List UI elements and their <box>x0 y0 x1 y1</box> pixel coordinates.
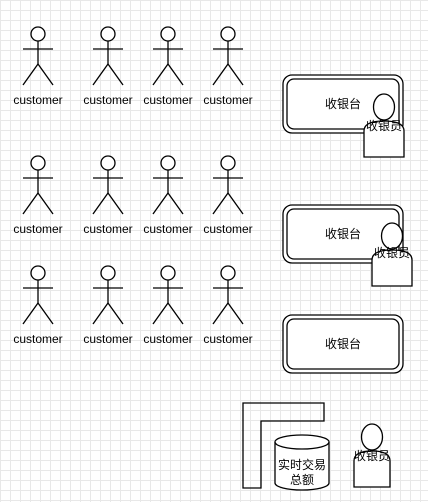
database-label-line1: 实时交易 <box>278 457 326 472</box>
stick-figure-icon <box>22 155 54 215</box>
customer-actor[interactable]: customer <box>83 155 133 236</box>
stick-figure-icon <box>92 26 124 86</box>
checkout-counter[interactable]: 收银台 <box>282 74 404 134</box>
customer-actor[interactable]: customer <box>83 26 133 107</box>
stick-figure-icon <box>22 26 54 86</box>
transaction-total-database[interactable]: 实时交易 总额 <box>274 434 330 491</box>
customer-label: customer <box>13 332 62 346</box>
stick-figure-icon <box>92 155 124 215</box>
customer-label: customer <box>143 332 192 346</box>
cashier-label: 收银员 <box>366 119 402 133</box>
customer-actor[interactable]: customer <box>203 265 253 346</box>
customer-actor[interactable]: customer <box>143 26 193 107</box>
stick-figure-icon <box>212 26 244 86</box>
database-label-line2: 总额 <box>290 473 314 487</box>
customer-label: customer <box>83 332 132 346</box>
customer-label: customer <box>13 93 62 107</box>
customer-actor[interactable]: customer <box>13 265 63 346</box>
stick-figure-icon <box>152 265 184 325</box>
customer-label: customer <box>143 222 192 236</box>
summary-layer: 实时交易 总额 收银员 <box>242 402 391 491</box>
cashier-person-icon <box>371 222 413 287</box>
stick-figure-icon <box>152 26 184 86</box>
stick-figure-icon <box>22 265 54 325</box>
counter-label: 收银台 <box>325 336 361 351</box>
cashier-person-icon <box>363 93 405 158</box>
stick-figure-icon <box>92 265 124 325</box>
customer-actor[interactable]: customer <box>83 265 133 346</box>
customer-label: customer <box>143 93 192 107</box>
barrier-shape <box>242 402 325 489</box>
customers-layer: customer customer customer customer customer… <box>13 26 253 346</box>
customer-label: customer <box>83 222 132 236</box>
customer-actor[interactable]: customer <box>143 155 193 236</box>
stick-figure-icon <box>212 265 244 325</box>
stick-figure-icon <box>212 155 244 215</box>
customer-label: customer <box>13 222 62 236</box>
customer-label: customer <box>203 222 252 236</box>
customer-label: customer <box>83 93 132 107</box>
customer-label: customer <box>203 93 252 107</box>
stick-figure-icon <box>152 155 184 215</box>
customer-actor[interactable]: customer <box>203 155 253 236</box>
counter-label: 收银台 <box>325 226 361 241</box>
customer-actor[interactable]: customer <box>143 265 193 346</box>
counter-label: 收银台 <box>325 96 361 111</box>
cashier-person-icon <box>353 423 391 488</box>
customer-label: customer <box>203 332 252 346</box>
customer-actor[interactable]: customer <box>13 26 63 107</box>
customer-actor[interactable]: customer <box>203 26 253 107</box>
checkout-counter[interactable]: 收银台 <box>282 314 404 374</box>
cashier-label: 收银员 <box>374 246 410 260</box>
customer-actor[interactable]: customer <box>13 155 63 236</box>
cashier-label: 收银员 <box>354 449 390 463</box>
